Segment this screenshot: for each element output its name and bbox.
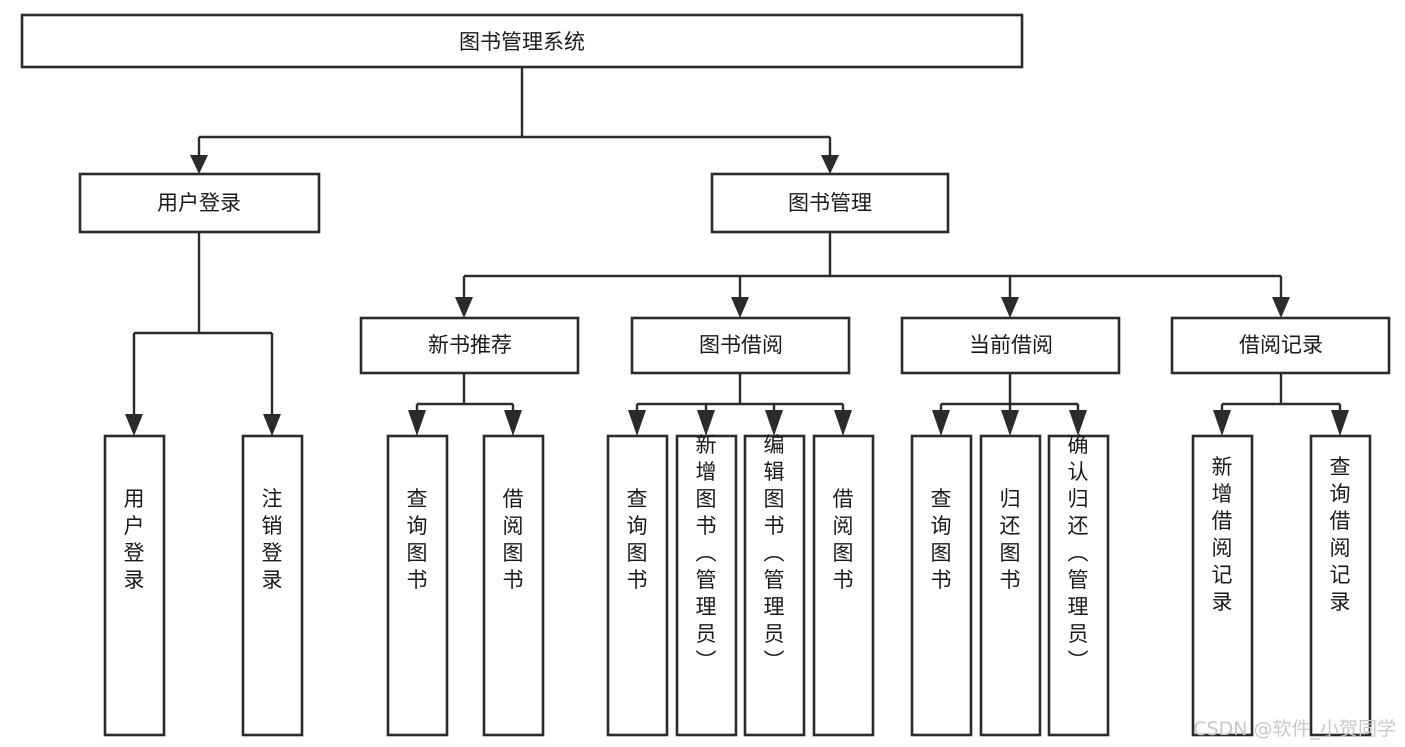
node-leaf-borrow-borrow-book[interactable]: 借阅图书 xyxy=(812,434,875,737)
leaf-borrow-add-book-label: 新增图书︵管理员︶ xyxy=(696,433,717,673)
user-login-box[interactable] xyxy=(78,172,321,234)
leaf-borrow-edit-book-label: 编辑图书︵管理员︶ xyxy=(764,433,785,673)
leaf-current-query-book-label: 查询图书 xyxy=(931,487,952,592)
node-leaf-current-confirm-return[interactable]: 确认归还︵管理员︶ xyxy=(1047,433,1110,737)
node-book-management[interactable]: 图书管理 xyxy=(710,172,950,234)
book-management-box[interactable] xyxy=(710,172,950,234)
node-user-login[interactable]: 用户登录 xyxy=(78,172,321,234)
node-root-system[interactable]: 图书管理系统 xyxy=(20,13,1024,69)
leaf-borrow-query-book-box[interactable] xyxy=(606,434,669,737)
arrowhead-new-book-recommend xyxy=(455,297,473,318)
arrowhead-record-leaf-2 xyxy=(1331,410,1349,436)
arrowhead-borrow-leaf-2 xyxy=(697,410,715,436)
arrowhead-borrow-leaf-4 xyxy=(834,410,852,436)
leaf-recommend-borrow-book-box[interactable] xyxy=(482,434,545,737)
node-leaf-borrow-query-book[interactable]: 查询图书 xyxy=(606,434,669,737)
arrowhead-borrow-leaf-1 xyxy=(628,410,646,436)
leaf-current-confirm-return-label: 确认归还︵管理员︶ xyxy=(1068,433,1089,673)
borrow-record-label: 借阅记录 xyxy=(1239,333,1323,357)
book-management-label: 图书管理 xyxy=(788,191,872,215)
node-leaf-record-add[interactable]: 新增借阅记录 xyxy=(1191,434,1254,737)
new-book-recommend-label: 新书推荐 xyxy=(428,333,512,357)
leaf-record-query-label: 查询借阅记录 xyxy=(1330,455,1351,614)
root-box[interactable] xyxy=(20,13,1024,69)
node-leaf-current-query-book[interactable]: 查询图书 xyxy=(910,434,973,737)
arrowhead-current-borrow xyxy=(1001,297,1019,318)
arrowhead-book-mgmt xyxy=(821,155,839,174)
arrowhead-user-login xyxy=(190,155,208,174)
leaf-borrow-borrow-book-label: 借阅图书 xyxy=(833,487,854,592)
csdn-watermark: CSDN @软件_小贺同学 xyxy=(1193,718,1396,740)
leaf-user-login-label: 用户登录 xyxy=(124,487,145,592)
node-book-borrow[interactable]: 图书借阅 xyxy=(630,316,851,375)
node-leaf-logout[interactable]: 注销登录 xyxy=(241,434,304,737)
leaf-borrow-edit-book-box[interactable] xyxy=(743,434,806,737)
arrowhead-current-leaf-3 xyxy=(1069,410,1087,436)
new-book-recommend-box[interactable] xyxy=(359,316,580,375)
leaf-recommend-query-book-box[interactable] xyxy=(386,434,449,737)
leaf-borrow-add-book-box[interactable] xyxy=(675,434,738,737)
root-label: 图书管理系统 xyxy=(459,30,585,54)
leaf-logout-box[interactable] xyxy=(241,434,304,737)
leaf-record-add-box[interactable] xyxy=(1191,434,1254,737)
leaf-record-query-box[interactable] xyxy=(1309,434,1372,737)
node-leaf-current-return-book[interactable]: 归还图书 xyxy=(979,434,1042,737)
arrowhead-recommend-leaf-1 xyxy=(408,410,426,436)
arrowhead-leaf-logout xyxy=(263,414,281,436)
current-borrow-label: 当前借阅 xyxy=(969,333,1053,357)
leaf-current-confirm-return-box[interactable] xyxy=(1047,434,1110,737)
leaf-borrow-query-book-label: 查询图书 xyxy=(627,487,648,592)
leaf-current-return-book-box[interactable] xyxy=(979,434,1042,737)
node-leaf-user-login[interactable]: 用户登录 xyxy=(103,434,166,737)
current-borrow-box[interactable] xyxy=(900,316,1121,375)
leaf-current-query-book-box[interactable] xyxy=(910,434,973,737)
book-borrow-box[interactable] xyxy=(630,316,851,375)
connector-layer xyxy=(125,67,1349,436)
arrowhead-book-borrow xyxy=(731,297,749,318)
user-login-label: 用户登录 xyxy=(157,191,241,215)
arrowhead-leaf-user-login xyxy=(125,414,143,436)
node-current-borrow[interactable]: 当前借阅 xyxy=(900,316,1121,375)
node-borrow-record[interactable]: 借阅记录 xyxy=(1170,316,1391,375)
node-leaf-record-query[interactable]: 查询借阅记录 xyxy=(1309,434,1372,737)
arrowhead-borrow-record xyxy=(1272,297,1290,318)
arrowhead-current-leaf-1 xyxy=(932,410,950,436)
leaf-recommend-query-book-label: 查询图书 xyxy=(407,487,428,592)
node-leaf-borrow-add-book[interactable]: 新增图书︵管理员︶ xyxy=(675,433,738,737)
arrowhead-record-leaf-1 xyxy=(1213,410,1231,436)
book-borrow-label: 图书借阅 xyxy=(699,333,783,357)
node-new-book-recommend[interactable]: 新书推荐 xyxy=(359,316,580,375)
leaf-user-login-box[interactable] xyxy=(103,434,166,737)
node-leaf-borrow-edit-book[interactable]: 编辑图书︵管理员︶ xyxy=(743,433,806,737)
leaf-current-return-book-label: 归还图书 xyxy=(1000,487,1021,592)
arrowhead-borrow-leaf-3 xyxy=(765,410,783,436)
node-leaf-recommend-query-book[interactable]: 查询图书 xyxy=(386,434,449,737)
borrow-record-box[interactable] xyxy=(1170,316,1391,375)
leaf-recommend-borrow-book-label: 借阅图书 xyxy=(503,487,524,592)
leaf-record-add-label: 新增借阅记录 xyxy=(1212,455,1233,614)
arrowhead-recommend-leaf-2 xyxy=(504,410,522,436)
leaf-logout-label: 注销登录 xyxy=(262,487,283,592)
arrowhead-current-leaf-2 xyxy=(1001,410,1019,436)
leaf-borrow-borrow-book-box[interactable] xyxy=(812,434,875,737)
node-leaf-recommend-borrow-book[interactable]: 借阅图书 xyxy=(482,434,545,737)
